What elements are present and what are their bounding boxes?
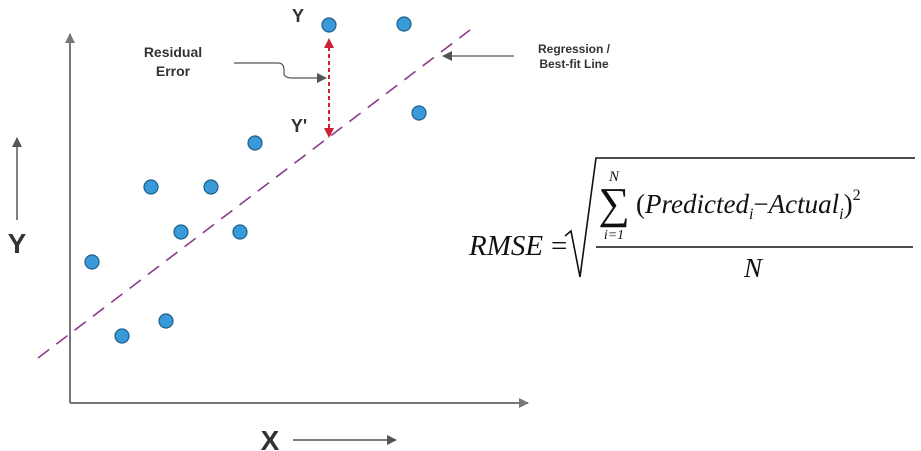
residual-error-label-line1: Residual bbox=[144, 44, 202, 60]
data-point bbox=[411, 105, 427, 121]
data-point bbox=[84, 254, 100, 270]
formula-denominator: N bbox=[743, 253, 764, 283]
x-axis-label: X bbox=[261, 425, 280, 451]
y-axis-label: Y bbox=[8, 228, 27, 259]
regression-line bbox=[37, 29, 471, 359]
data-point bbox=[203, 179, 219, 195]
regression-label-line2: Best-fit Line bbox=[539, 57, 609, 71]
radical-sign bbox=[564, 157, 915, 278]
actual-term: Actual bbox=[767, 189, 839, 219]
exponent: 2 bbox=[853, 187, 861, 204]
actual-subscript: i bbox=[839, 206, 843, 223]
sum-upper-limit: N bbox=[608, 169, 620, 185]
data-point bbox=[158, 313, 174, 329]
data-point bbox=[114, 328, 130, 344]
residual-callout-pointer bbox=[234, 62, 327, 83]
data-points bbox=[84, 16, 427, 344]
formula-numerator: (Predictedi−Actuali)2 bbox=[636, 187, 861, 223]
predicted-term: Predicted bbox=[644, 189, 749, 219]
data-point bbox=[247, 135, 263, 151]
data-point bbox=[143, 179, 159, 195]
observed-y-label: Y bbox=[292, 6, 304, 26]
regression-label-line1: Regression / bbox=[538, 42, 611, 56]
predicted-y-label: Y' bbox=[291, 116, 307, 136]
predicted-subscript: i bbox=[749, 206, 753, 223]
minus-sign: − bbox=[753, 189, 768, 219]
sum-lower-limit: i=1 bbox=[604, 228, 624, 243]
summation-symbol: ∑ bbox=[598, 179, 629, 228]
formula-lhs: RMSE bbox=[468, 230, 543, 262]
formula-equals: = bbox=[551, 230, 567, 262]
data-point bbox=[232, 224, 248, 240]
data-point bbox=[396, 16, 412, 32]
residual-error-label-line2: Error bbox=[156, 63, 191, 79]
data-point bbox=[321, 17, 337, 33]
rmse-formula: RMSE = N ∑ i=1 (Predictedi−Actuali)2 N bbox=[468, 157, 915, 283]
data-point bbox=[173, 224, 189, 240]
